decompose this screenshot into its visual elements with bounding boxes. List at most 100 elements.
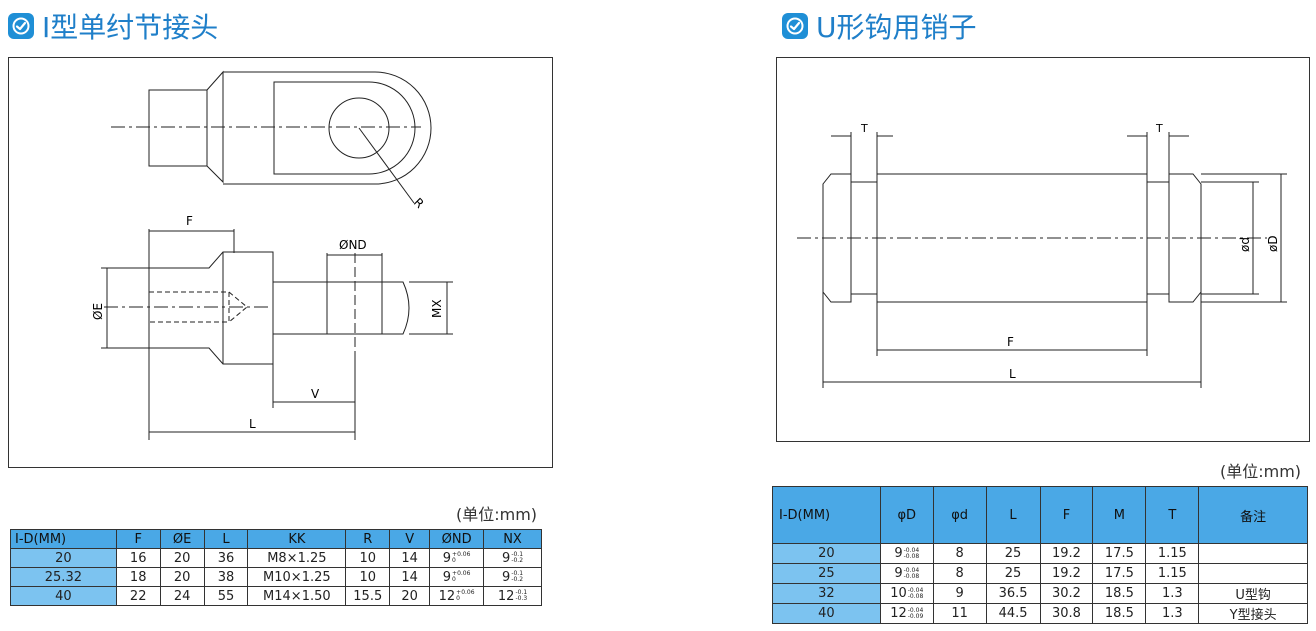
cell: 40 — [10, 586, 117, 606]
cell — [1198, 543, 1308, 564]
right-spec-table: I-D(MM) φD φd L F M T 备注 20 9-0.04-0.08 … — [772, 486, 1308, 624]
cell: 36.5 — [985, 583, 1041, 604]
check-icon — [8, 13, 34, 39]
tol-up: +0.06 — [452, 551, 471, 558]
label-r: R — [411, 195, 427, 211]
cell: 12-0.1-0.3 — [483, 586, 542, 606]
cell: 25.32 — [10, 567, 117, 587]
cell: 18 — [115, 567, 161, 587]
cell: M14×1.50 — [247, 586, 347, 606]
tol-up: -0.04 — [907, 586, 924, 594]
right-title-text: U形钩用销子 — [816, 11, 977, 44]
tol-value: 9 — [502, 569, 511, 585]
tol-value: 9 — [894, 566, 903, 581]
col-header: R — [345, 529, 391, 549]
table-row: 25 9-0.04-0.08 8 25 19.2 17.5 1.15 — [772, 563, 1308, 584]
col-header: F — [1039, 486, 1094, 544]
cell: 1.15 — [1145, 563, 1200, 584]
cell: 24 — [159, 586, 205, 606]
cell: 36 — [203, 548, 249, 568]
col-header: M — [1092, 486, 1147, 544]
label-f: F — [186, 214, 193, 228]
col-header: NX — [483, 529, 542, 549]
tol-lo: -0.08 — [903, 572, 920, 580]
check-icon — [782, 13, 808, 39]
tol-lo: -0.08 — [907, 592, 924, 600]
col-header: L — [985, 486, 1041, 544]
label-t-right: T — [1155, 122, 1163, 135]
tol-up: -0.04 — [907, 606, 924, 614]
col-header: L — [203, 529, 249, 549]
cell: 15.5 — [345, 586, 391, 606]
cell: 30.2 — [1039, 583, 1094, 604]
table-header-row: I-D(MM) F ØE L KK R V ØND NX — [10, 529, 542, 549]
cell: 11 — [932, 603, 987, 624]
cell: 10-0.04-0.08 — [879, 583, 934, 604]
cell: U型钩 — [1198, 583, 1308, 604]
cell: 32 — [772, 583, 881, 604]
tol-value: 12 — [497, 588, 515, 604]
cell: 30.8 — [1039, 603, 1094, 624]
cell: 17.5 — [1092, 543, 1147, 564]
right-drawing: T T ød øD F L — [776, 57, 1310, 442]
tol-lo: -0.2 — [511, 576, 524, 583]
table-header-row: I-D(MM) φD φd L F M T 备注 — [772, 486, 1308, 544]
cell: 1.3 — [1145, 583, 1200, 604]
cell: 19.2 — [1039, 563, 1094, 584]
tol-value: 9 — [502, 550, 511, 566]
table-row: 32 10-0.04-0.08 9 36.5 30.2 18.5 1.3 U型钩 — [772, 583, 1308, 604]
cell: 10 — [345, 567, 391, 587]
col-header: F — [115, 529, 161, 549]
tol-up: +0.06 — [452, 570, 471, 577]
label-f: F — [1007, 335, 1014, 349]
col-header: I-D(MM) — [772, 486, 881, 544]
cell: 22 — [115, 586, 161, 606]
cell: 20 — [10, 548, 117, 568]
cell: 1.15 — [1145, 543, 1200, 564]
col-header: I-D(MM) — [10, 529, 117, 549]
left-title-text: I型单纣节接头 — [42, 11, 219, 44]
cell: 1.3 — [1145, 603, 1200, 624]
cell: 12-0.04-0.09 — [879, 603, 934, 624]
col-header: ØND — [429, 529, 485, 549]
cell: 9-0.1-0.2 — [483, 567, 542, 587]
tol-lo: -0.2 — [511, 557, 524, 564]
tol-value: 9 — [442, 569, 452, 585]
left-section-title: I型单纣节接头 — [8, 8, 218, 44]
cell: M10×1.25 — [247, 567, 347, 587]
cell: 55 — [203, 586, 249, 606]
col-header: V — [389, 529, 431, 549]
right-unit-label: (单位:mm) — [1220, 462, 1302, 481]
tol-value: 9 — [442, 550, 452, 566]
label-nd: ØND — [339, 238, 367, 252]
cell: 18.5 — [1092, 583, 1147, 604]
cell: 9-0.04-0.08 — [879, 563, 934, 584]
right-section-title: U形钩用销子 — [782, 8, 977, 44]
left-drawing: R F ØND ØE MX V L — [8, 57, 553, 468]
left-unit-label: (单位:mm) — [456, 505, 538, 524]
tol-up: -0.1 — [511, 551, 524, 558]
tol-lo: 0 — [452, 576, 456, 583]
cell: 9-0.1-0.2 — [483, 548, 542, 568]
cell: 8 — [932, 563, 987, 584]
cell: 16 — [115, 548, 161, 568]
cell: 14 — [389, 548, 431, 568]
col-header: φD — [879, 486, 934, 544]
cell: 14 — [389, 567, 431, 587]
cell: M8×1.25 — [247, 548, 347, 568]
cell: Y型接头 — [1198, 603, 1308, 624]
tol-value: 10 — [890, 586, 907, 601]
cell: 25 — [985, 543, 1041, 564]
tol-up: -0.04 — [903, 546, 920, 554]
label-mx: MX — [430, 299, 444, 318]
cell: 18.5 — [1092, 603, 1147, 624]
tol-lo: -0.08 — [903, 552, 920, 560]
label-l: L — [1009, 367, 1016, 381]
table-row: 20 9-0.04-0.08 8 25 19.2 17.5 1.15 — [772, 543, 1308, 564]
tol-up: -0.1 — [511, 570, 524, 577]
